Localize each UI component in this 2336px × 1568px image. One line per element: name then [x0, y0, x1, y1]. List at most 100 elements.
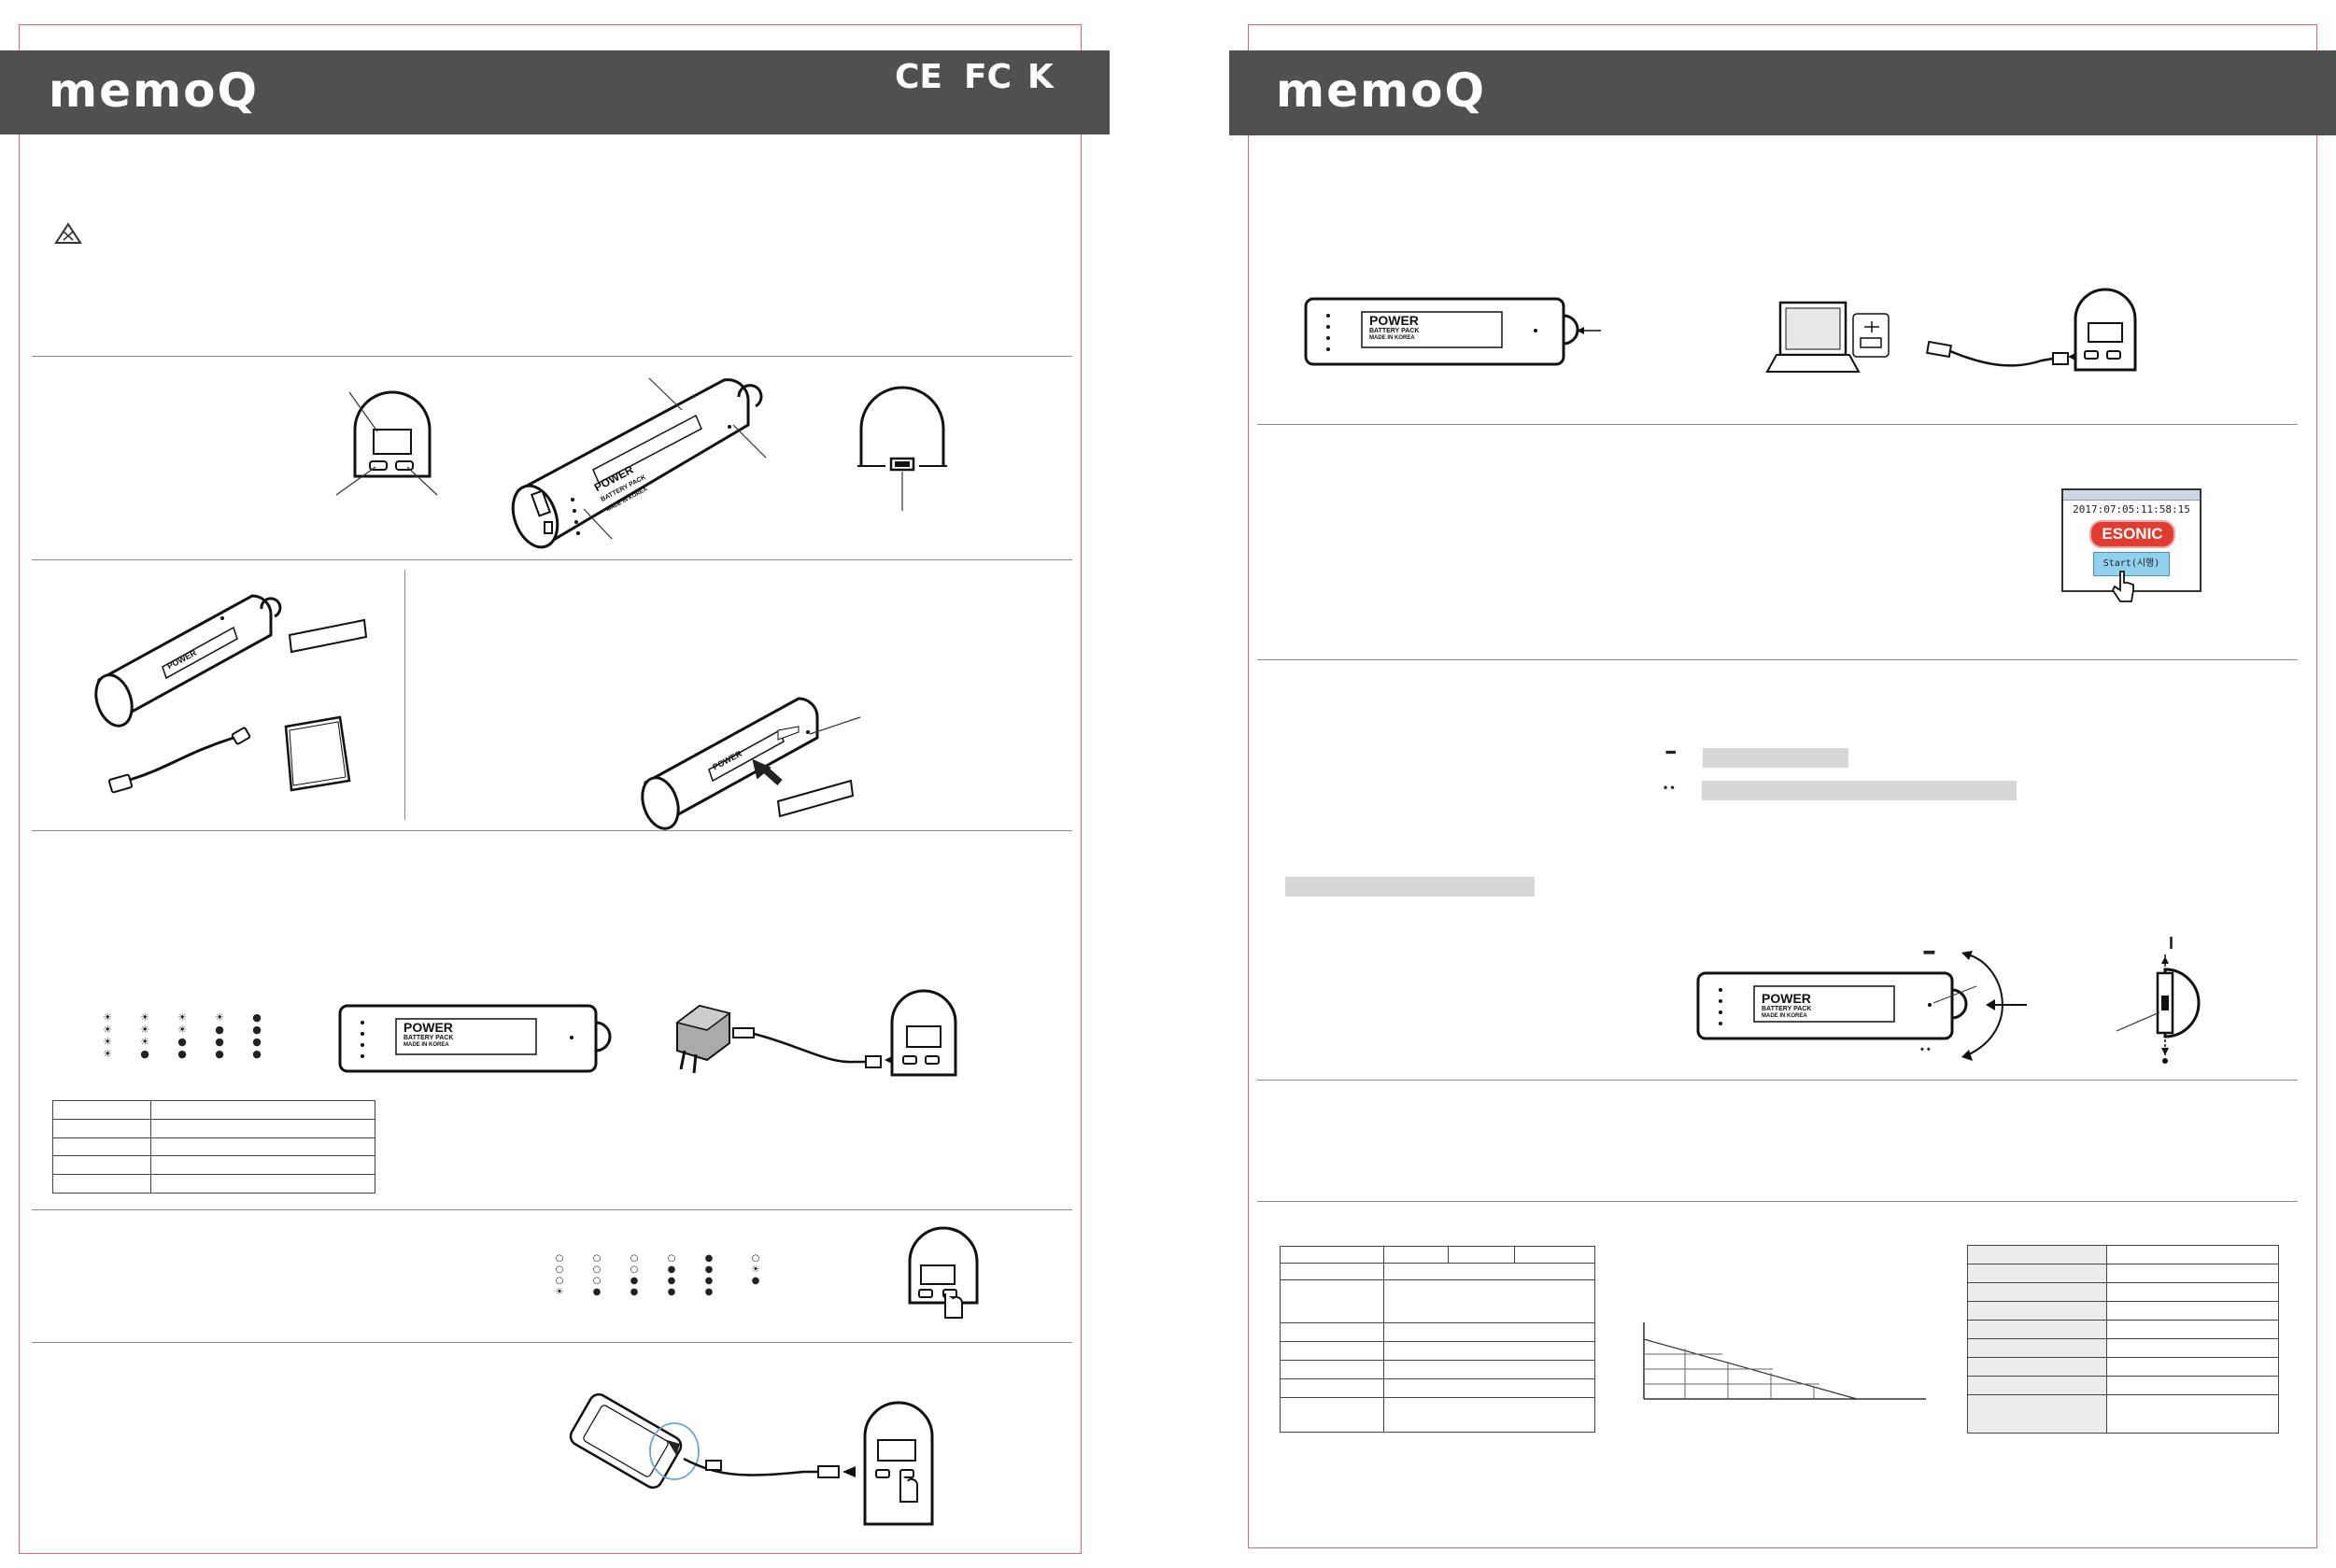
- led: ☀: [555, 1287, 564, 1297]
- switch-device-diagram: [1696, 951, 2027, 1061]
- left-vertical-divider: [404, 570, 405, 820]
- switch-label: POWER BATTERY PACK MADE IN KOREA: [1762, 991, 1812, 1020]
- right-divider-2: [1257, 659, 2298, 660]
- led: ●: [704, 1264, 714, 1275]
- right-divider-1: [1257, 424, 2298, 425]
- left-divider-5: [32, 1342, 1072, 1343]
- led: ○: [555, 1253, 564, 1264]
- led: ●: [252, 1048, 262, 1060]
- led: ●: [592, 1287, 602, 1297]
- led: ○: [630, 1264, 639, 1275]
- left-logo: memoQ: [49, 64, 259, 118]
- switch-label-line2: BATTERY PACK: [1762, 1006, 1812, 1013]
- status-led-col-1: ○ ○ ○ ☀: [553, 1253, 566, 1298]
- right-page: [1248, 24, 2317, 1548]
- switch-label-line3: MADE IN KOREA: [1762, 1013, 1807, 1020]
- device-front-end-diagram: [335, 390, 438, 496]
- led: ☀: [103, 1011, 112, 1024]
- flat-label-left: POWER BATTERY PACK MADE IN KOREA: [403, 1020, 454, 1049]
- led-col-3: ☀ ☀ ● ●: [176, 1011, 189, 1060]
- led: ○: [592, 1264, 602, 1275]
- status-led-col-2: ○ ○ ○ ●: [590, 1253, 603, 1298]
- adapter-charging-diagram: [675, 989, 957, 1077]
- flat-label-top-line3: MADE IN KOREA: [1369, 335, 1415, 342]
- led: ○: [555, 1276, 564, 1286]
- led: ○: [592, 1253, 602, 1264]
- gray-bar-3: [1285, 877, 1535, 897]
- software-window: 2017:07:05:11:58:15 ESONIC Start(시행): [2061, 488, 2202, 592]
- dots-symbol: • •: [1664, 781, 1675, 794]
- datetime-display: 2017:07:05:11:58:15: [2073, 503, 2190, 516]
- package-contents-diagram: [94, 594, 368, 794]
- gray-bar-2: [1702, 781, 2017, 800]
- charging-table: [52, 1100, 375, 1194]
- led-col-1: ☀ ☀ ☀ ☀: [101, 1011, 114, 1060]
- led: ●: [667, 1287, 676, 1297]
- hand-pointer-icon: [2111, 571, 2134, 602]
- start-button[interactable]: Start(시행): [2093, 552, 2170, 576]
- led: ●: [252, 1036, 262, 1048]
- flat-label-left-line2: BATTERY PACK: [403, 1035, 454, 1042]
- status-led-col-6: ○ ☀ ●: [749, 1253, 762, 1287]
- device-perspective-diagram: [511, 377, 767, 549]
- led: ○: [592, 1276, 602, 1286]
- led: ●: [630, 1276, 639, 1286]
- gray-bar-1: [1703, 748, 1848, 768]
- led: ☀: [751, 1264, 760, 1275]
- switch-end-view-diagram: [2116, 954, 2201, 1064]
- led: ☀: [215, 1011, 224, 1024]
- status-led-col-5: ● ● ● ●: [702, 1253, 715, 1298]
- device-rear-end-diagram: [857, 386, 947, 511]
- minus-symbol: ━: [1666, 745, 1676, 761]
- window-title-bar: [2063, 490, 2200, 501]
- led: ○: [751, 1253, 760, 1264]
- led: ○: [555, 1264, 564, 1275]
- discharge-graph: [1643, 1322, 1926, 1400]
- led: ●: [215, 1024, 224, 1036]
- led: ●: [667, 1264, 676, 1275]
- laptop-connection-diagram: [1765, 288, 2137, 373]
- right-divider-3: [1257, 1080, 2298, 1081]
- led: ●: [252, 1024, 262, 1036]
- led-col-2: ☀ ☀ ☀ ●: [138, 1011, 151, 1060]
- device-flat-diagram-top: [1304, 297, 1601, 366]
- left-page: [19, 24, 1082, 1554]
- status-led-col-3: ○ ○ ● ●: [628, 1253, 641, 1298]
- led: ●: [252, 1011, 262, 1024]
- switch-bar-label: I: [2169, 934, 2174, 953]
- left-divider-1: [32, 356, 1072, 357]
- left-divider-3: [32, 830, 1072, 831]
- led-col-4: ☀ ● ● ●: [213, 1011, 226, 1060]
- esonic-logo: ESONIC: [2089, 520, 2175, 548]
- led: ☀: [140, 1036, 149, 1048]
- kc-mark: K: [1027, 58, 1054, 96]
- flat-label-top-line1: POWER: [1369, 313, 1419, 328]
- device-flat-diagram-left: [338, 1004, 612, 1073]
- end-view-press-diagram: [908, 1226, 979, 1319]
- led: ●: [704, 1276, 714, 1286]
- fcc-mark: FC: [964, 58, 1012, 96]
- led: ●: [704, 1287, 714, 1297]
- led-col-5: ● ● ● ●: [250, 1011, 263, 1060]
- left-divider-4: [32, 1209, 1072, 1210]
- right-header-bar: [1229, 50, 2336, 135]
- led: ●: [177, 1036, 187, 1048]
- phone-charging-diagram: [569, 1392, 934, 1526]
- led: ☀: [177, 1024, 187, 1036]
- flat-label-top-line2: BATTERY PACK: [1369, 328, 1420, 335]
- led: ○: [630, 1253, 639, 1264]
- flat-label-left-line3: MADE IN KOREA: [403, 1042, 449, 1049]
- warning-icon: [54, 222, 82, 244]
- left-header-bar: [0, 50, 1110, 134]
- led: ●: [630, 1287, 639, 1297]
- led: ☀: [140, 1024, 149, 1036]
- led: ●: [177, 1048, 187, 1060]
- led: ☀: [103, 1048, 112, 1060]
- switch-dots-label: • •: [1920, 1044, 1931, 1055]
- spec-table-1: [1280, 1246, 1595, 1433]
- led: ●: [667, 1276, 676, 1286]
- led: ●: [140, 1048, 149, 1060]
- led: ●: [704, 1253, 714, 1264]
- led: ☀: [177, 1011, 187, 1024]
- ce-mark: CE: [895, 58, 943, 96]
